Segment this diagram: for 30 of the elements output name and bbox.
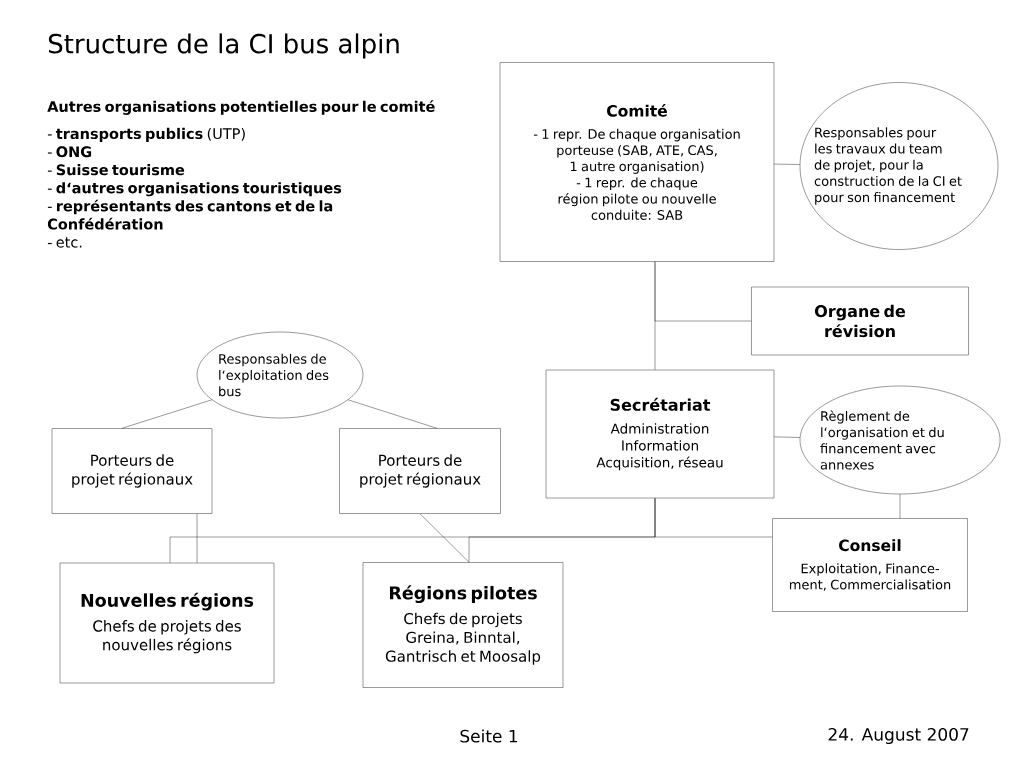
list-item: - d‘autres organisations touristiques: [47, 182, 342, 197]
heading: Autres organisations potentielles pour le comité: [47, 100, 435, 115]
connector-line: [654, 261, 656, 370]
connector-line: [419, 513, 470, 563]
title: Structure de la CI bus alpin: [48, 33, 399, 59]
date: 24. August 2007: [828, 727, 969, 745]
list-item: - etc.: [47, 237, 82, 248]
page-number: Seite 1: [460, 729, 518, 743]
connector-line: [196, 513, 198, 563]
list-item: - Suisse tourisme: [47, 164, 185, 176]
connector-line: [899, 494, 901, 519]
connector-line: [121, 399, 213, 429]
org-box: Comité - 1 repr. De chaque organisation porteuse (SAB, ATE, CAS, 1 autre organisation) - 1 repr. de chaque région pilote ou nouvelle conduite: SAB: [499, 62, 775, 262]
connector-line: [774, 163, 801, 165]
org-box: Porteurs de projet régionaux: [339, 428, 501, 514]
ellipse-note: Responsables de l‘exploitation des bus: [196, 331, 364, 419]
list-item: - ONG: [47, 146, 92, 158]
org-box: Porteurs de projet régionaux: [51, 428, 213, 514]
list-item: - représentants des cantons et de la Confédération: [47, 199, 333, 230]
list-item: - transports publics (UTP): [47, 127, 245, 142]
connector-line: [654, 498, 773, 538]
org-box: Secrétariat Administration Information Acquisition, réseau: [545, 369, 775, 499]
connector-line: [774, 436, 801, 438]
org-box: Nouvelles régions Chefs de projets des nouvelles régions: [59, 562, 275, 684]
org-box: Organe de révision: [751, 286, 969, 356]
org-box: Régions pilotes Chefs de projets Greina, Binntal, Gantrisch et Moosalp: [362, 562, 564, 688]
connector-line: [347, 399, 438, 429]
org-box: Conseil Exploitation, Finance-ment, Commercialisation: [772, 518, 968, 612]
ellipse-note: Règlement de l‘organisation et du financement avec annexes: [799, 385, 1001, 495]
ellipse-note: Responsables pour les travaux du team de projet, pour la construction de la CI et pour son financement: [799, 82, 999, 250]
